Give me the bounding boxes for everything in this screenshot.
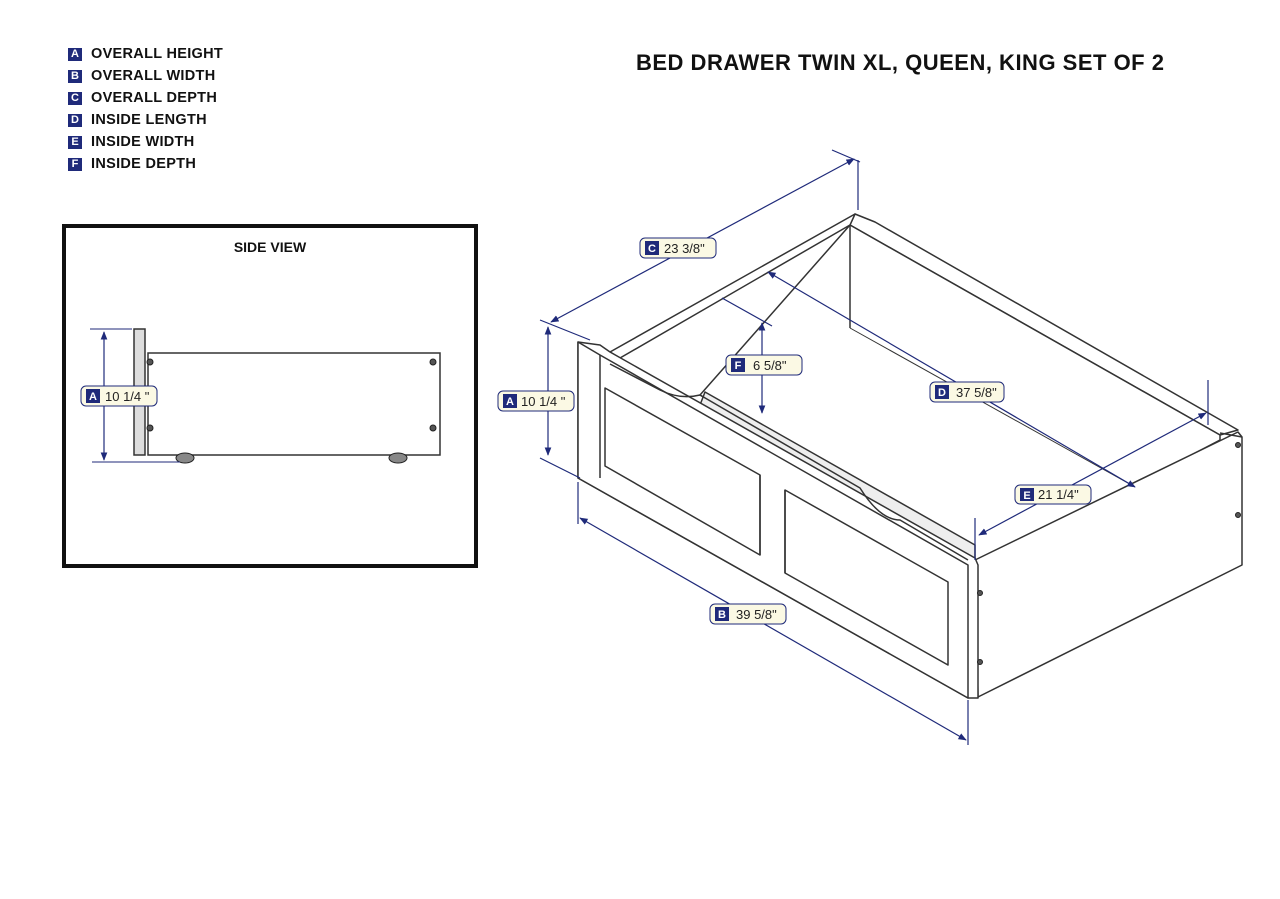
legend-label: OVERALL WIDTH bbox=[91, 68, 216, 84]
legend-key: D bbox=[68, 113, 82, 127]
svg-text:23 3/8": 23 3/8" bbox=[664, 241, 705, 256]
dimension-label-a-side: A 10 1/4 " bbox=[80, 385, 158, 407]
legend-key: E bbox=[68, 135, 82, 149]
svg-text:21 1/4": 21 1/4" bbox=[1038, 487, 1079, 502]
dimension-label-e: E 21 1/4" bbox=[1014, 484, 1092, 505]
diagram-title: BED DRAWER TWIN XL, QUEEN, KING SET OF 2 bbox=[636, 50, 1165, 75]
legend-label: OVERALL DEPTH bbox=[91, 90, 218, 106]
legend-item: E INSIDE WIDTH bbox=[68, 131, 223, 153]
dimension-label-c: C 23 3/8" bbox=[639, 237, 717, 259]
wheel-icon bbox=[175, 452, 195, 464]
screw-icon bbox=[146, 358, 154, 366]
screw-icon bbox=[429, 358, 437, 366]
screw-icon bbox=[429, 424, 437, 432]
legend-label: INSIDE WIDTH bbox=[91, 134, 195, 150]
svg-text:A: A bbox=[506, 396, 514, 408]
legend-label: INSIDE DEPTH bbox=[91, 156, 197, 172]
legend-item: C OVERALL DEPTH bbox=[68, 87, 223, 109]
side-view-panel: SIDE VIEW A 10 1/4 " bbox=[62, 224, 478, 568]
dimension-label-b: B 39 5/8" bbox=[709, 603, 787, 625]
legend-item: D INSIDE LENGTH bbox=[68, 109, 223, 131]
drawer-isometric bbox=[577, 213, 1243, 699]
dimension-label-a: A 10 1/4 " bbox=[497, 390, 575, 412]
side-view-title: SIDE VIEW bbox=[234, 239, 307, 255]
legend-item: A OVERALL HEIGHT bbox=[68, 43, 223, 65]
svg-text:10 1/4 ": 10 1/4 " bbox=[521, 394, 566, 409]
screw-icon bbox=[146, 424, 154, 432]
svg-text:39 5/8": 39 5/8" bbox=[736, 607, 777, 622]
svg-text:D: D bbox=[938, 387, 946, 399]
svg-text:6 5/8": 6 5/8" bbox=[753, 358, 787, 373]
svg-text:C: C bbox=[648, 243, 656, 255]
screw-icon bbox=[977, 590, 983, 596]
legend: A OVERALL HEIGHT B OVERALL WIDTH C OVERALL … bbox=[68, 43, 223, 175]
legend-key: C bbox=[68, 91, 82, 105]
svg-text:F: F bbox=[735, 360, 742, 372]
screw-icon bbox=[977, 659, 983, 665]
dimension-label-d: D 37 5/8" bbox=[929, 381, 1005, 403]
wheel-icon bbox=[388, 452, 408, 464]
legend-key: B bbox=[68, 69, 82, 83]
svg-text:37 5/8": 37 5/8" bbox=[956, 385, 997, 400]
legend-item: F INSIDE DEPTH bbox=[68, 153, 223, 175]
screw-icon bbox=[1235, 512, 1241, 518]
legend-key: F bbox=[68, 157, 82, 171]
screw-icon bbox=[1235, 442, 1241, 448]
svg-text:10 1/4 ": 10 1/4 " bbox=[105, 389, 150, 404]
legend-label: OVERALL HEIGHT bbox=[91, 46, 224, 62]
svg-text:A: A bbox=[89, 391, 97, 403]
side-panel bbox=[147, 352, 441, 456]
legend-item: B OVERALL WIDTH bbox=[68, 65, 223, 87]
legend-label: INSIDE LENGTH bbox=[91, 112, 207, 128]
legend-key: A bbox=[68, 47, 82, 61]
svg-text:E: E bbox=[1023, 490, 1030, 502]
svg-text:B: B bbox=[718, 609, 726, 621]
dimension-label-f: F 6 5/8" bbox=[725, 354, 803, 376]
